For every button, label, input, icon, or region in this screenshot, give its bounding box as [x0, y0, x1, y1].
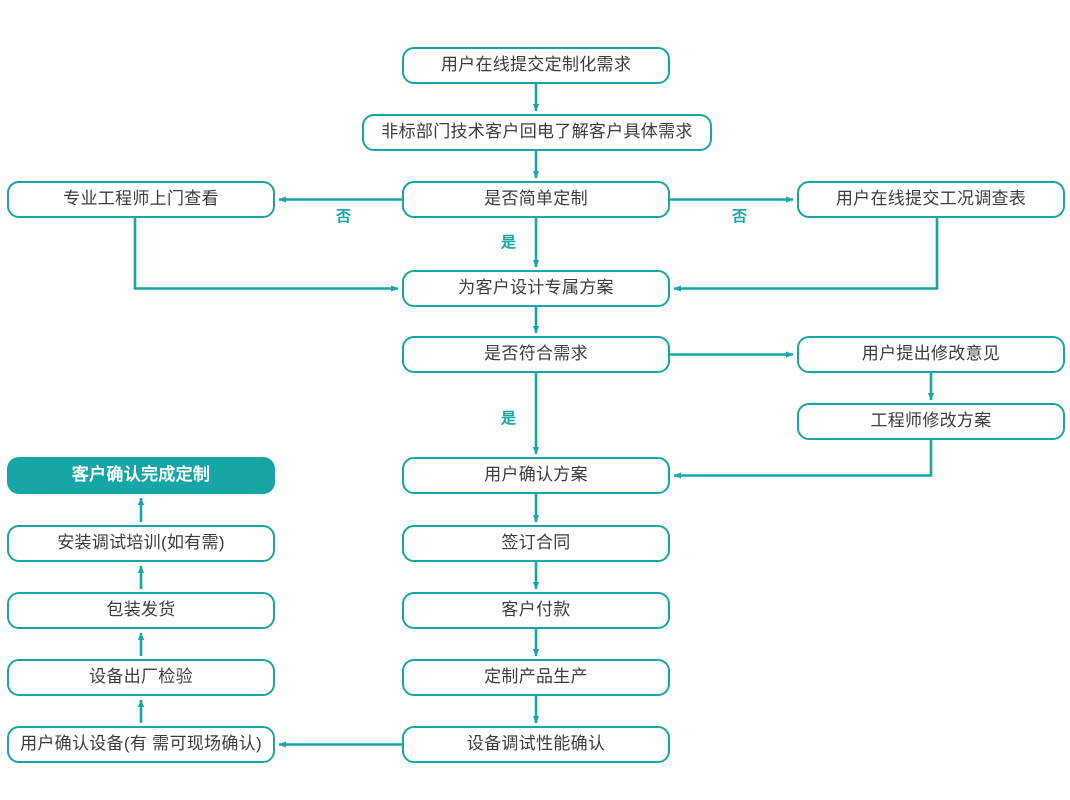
node-factory-inspection[interactable]: 设备出厂检验 [7, 659, 275, 696]
node-user-submit-custom-request[interactable]: 用户在线提交定制化需求 [402, 47, 670, 84]
edge-label-no-left: 否 [336, 208, 352, 225]
node-user-revision-comments[interactable]: 用户提出修改意见 [797, 336, 1065, 373]
node-meets-requirements[interactable]: 是否符合需求 [402, 336, 670, 373]
node-customer-confirm-complete[interactable]: 客户确认完成定制 [7, 457, 275, 494]
edge-label-no-right: 否 [732, 208, 748, 225]
node-engineer-revise-plan[interactable]: 工程师修改方案 [797, 403, 1065, 440]
node-equipment-debug-performance-confirm[interactable]: 设备调试性能确认 [402, 726, 670, 763]
edge-n9-n10 [673, 440, 933, 479]
node-user-confirm-equipment[interactable]: 用户确认设备(有 需可现场确认) [7, 726, 275, 763]
node-install-debug-training[interactable]: 安装调试培训(如有需) [7, 525, 275, 562]
edge-label-yes-top: 是 [501, 234, 517, 251]
node-custom-product-production[interactable]: 定制产品生产 [402, 659, 670, 696]
edge-n5-n6 [673, 218, 939, 292]
node-design-exclusive-plan[interactable]: 为客户设计专属方案 [402, 270, 670, 307]
edge-n4-n6 [133, 218, 399, 292]
node-user-submit-condition-survey[interactable]: 用户在线提交工况调查表 [797, 181, 1065, 218]
node-user-confirm-plan[interactable]: 用户确认方案 [402, 457, 670, 494]
node-nonstandard-dept-callback[interactable]: 非标部门技术客户回电了解客户具体需求 [362, 114, 712, 151]
edge-label-yes-middle: 是 [501, 410, 517, 427]
node-is-simple-customization[interactable]: 是否简单定制 [402, 181, 670, 218]
node-sign-contract[interactable]: 签订合同 [402, 525, 670, 562]
node-customer-payment[interactable]: 客户付款 [402, 592, 670, 629]
node-engineer-onsite-inspection[interactable]: 专业工程师上门查看 [7, 181, 275, 218]
node-packing-shipping[interactable]: 包装发货 [7, 592, 275, 629]
